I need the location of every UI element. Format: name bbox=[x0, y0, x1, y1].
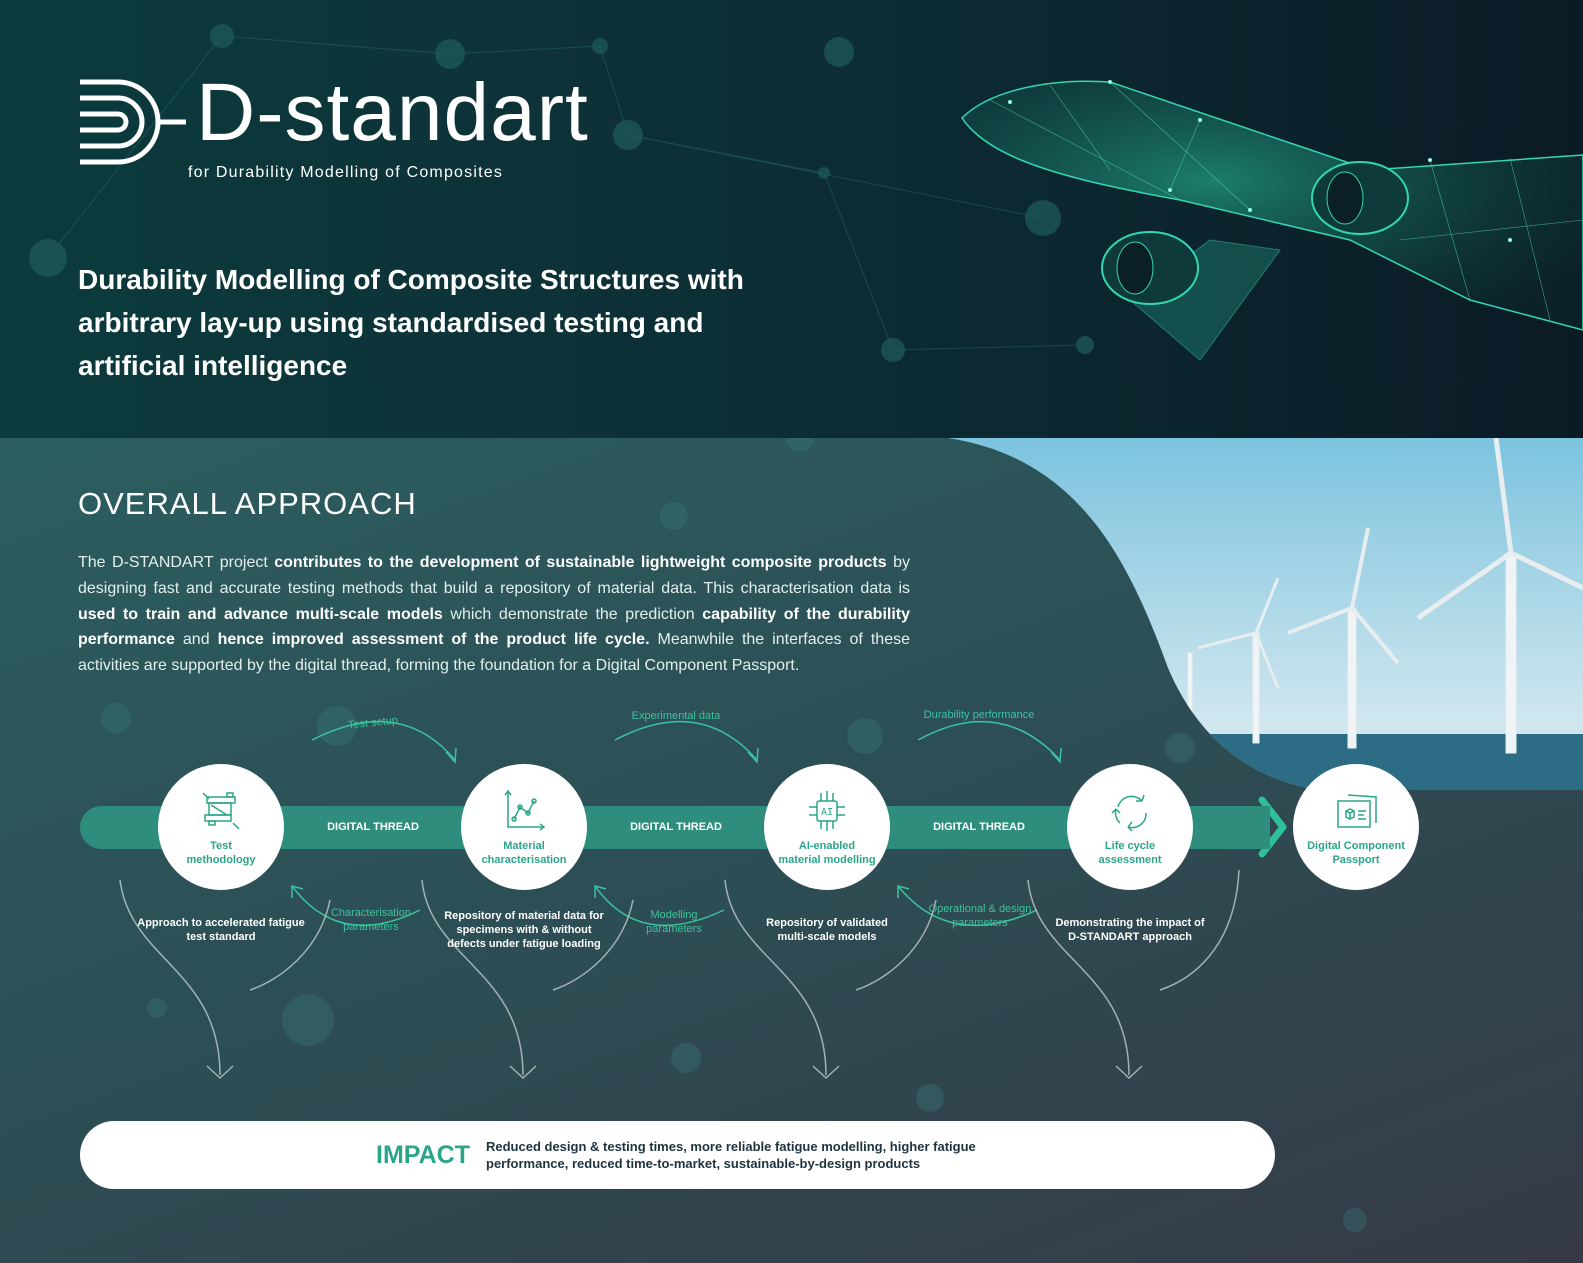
node-material-characterisation: Material characterisation bbox=[461, 764, 587, 890]
section-title: OVERALL APPROACH bbox=[78, 486, 417, 521]
flow-label-characterisation-parameters: Characterisation parameters bbox=[330, 907, 412, 933]
svg-text:AI: AI bbox=[821, 807, 833, 818]
node-description: Repository of material data for specimen… bbox=[444, 910, 604, 950]
node-label: AI-enabled material modelling bbox=[778, 840, 876, 866]
node-description: Approach to accelerated fatigue test sta… bbox=[137, 917, 305, 943]
node-label: Material characterisation bbox=[481, 840, 567, 866]
digital-thread-label: DIGITAL THREAD bbox=[630, 821, 722, 833]
section-intro: The D-STANDART project contributes to th… bbox=[78, 550, 910, 679]
impact-label: IMPACT bbox=[376, 1141, 470, 1169]
node-label: Life cycle assessment bbox=[1098, 840, 1162, 866]
digital-thread-label: DIGITAL THREAD bbox=[327, 821, 419, 833]
flow-label-experimental-data: Experimental data bbox=[631, 710, 721, 722]
node-description: Repository of validated multi-scale mode… bbox=[766, 917, 888, 943]
caliper-icon bbox=[202, 792, 240, 830]
node-digital-component-passport: Digital Component Passport bbox=[1293, 764, 1419, 890]
intro-text: by designing fast and accurate testing m… bbox=[78, 554, 911, 597]
intro-bold: hence improved assessment of the product… bbox=[217, 631, 650, 649]
logo-d-mark bbox=[80, 79, 186, 165]
flow-label-operational-design-parameters: Operational & design parameters bbox=[928, 903, 1032, 929]
page-headline: Durability Modelling of Composite Struct… bbox=[78, 264, 744, 381]
logo-wordmark: D-standart bbox=[196, 67, 589, 158]
flow-label-durability-performance: Durability performance bbox=[923, 709, 1035, 721]
network-background bbox=[29, 24, 1094, 362]
logo-tagline: for Durability Modelling of Composites bbox=[188, 164, 504, 181]
node-description: Demonstrating the impact of D-STANDART a… bbox=[1055, 917, 1205, 943]
impact-banner: IMPACT Reduced design & testing times, m… bbox=[80, 1121, 1275, 1189]
intro-text: and bbox=[174, 631, 218, 649]
intro-text: which demonstrate the prediction bbox=[442, 605, 703, 623]
hero-banner: D-standart for Durability Modelling of C… bbox=[0, 0, 1583, 438]
wind-turbines-image bbox=[948, 438, 1583, 790]
node-life-cycle-assessment: Life cycle assessment bbox=[1067, 764, 1193, 890]
line-chart-icon bbox=[504, 789, 546, 831]
intro-text: Meanwhile the interfaces of these activi… bbox=[78, 631, 910, 675]
recycle-icon bbox=[1111, 794, 1147, 832]
ai-chip-icon: AI bbox=[809, 791, 845, 831]
passport-card-icon bbox=[1337, 794, 1377, 828]
node-test-methodology: Test methodology bbox=[158, 764, 284, 890]
intro-bold: contributes to the development of sustai… bbox=[274, 554, 887, 571]
impact-text: Reduced design & testing times, more rel… bbox=[486, 1139, 976, 1171]
node-label: Test methodology bbox=[186, 840, 256, 866]
intro-bold: capability of the durability performance bbox=[78, 605, 910, 649]
d-standart-logo: D-standart for Durability Modelling of C… bbox=[78, 67, 588, 181]
intro-bold: used to train and advance multi-scale mo… bbox=[78, 605, 443, 623]
flow-label-modelling-parameters: Modelling parameters bbox=[646, 909, 702, 935]
wireframe-airplane-image bbox=[961, 80, 1583, 361]
node-label: Digital Component Passport bbox=[1307, 840, 1405, 866]
intro-text: The D-STANDART project bbox=[78, 554, 275, 571]
node-ai-modelling: AI AI-enabled material modelling bbox=[764, 764, 890, 890]
digital-thread-label: DIGITAL THREAD bbox=[933, 821, 1025, 833]
